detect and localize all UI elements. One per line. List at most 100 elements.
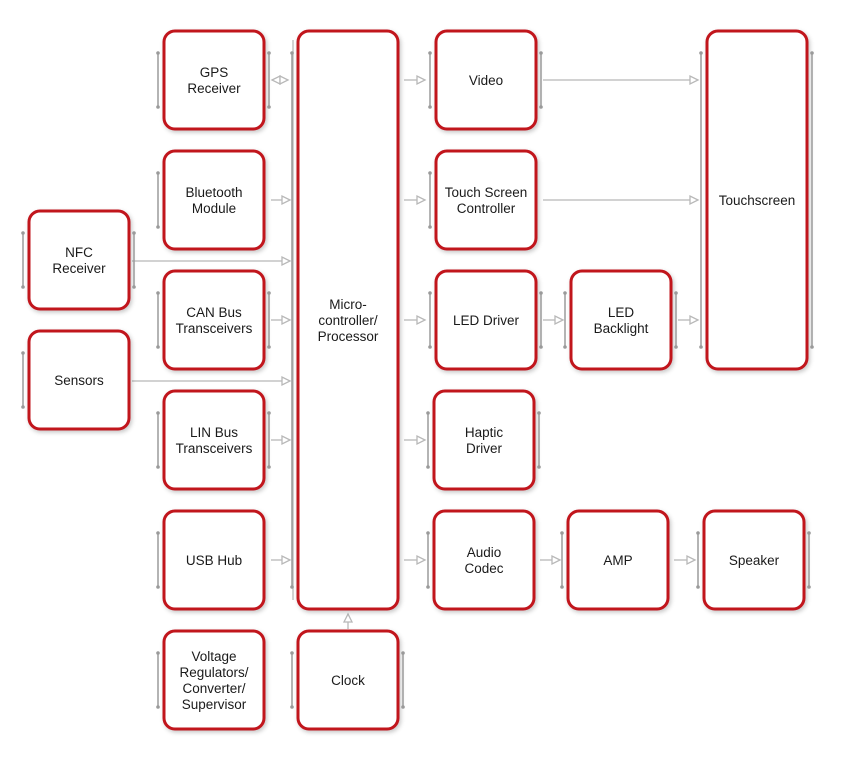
usb-pin-dot	[156, 531, 160, 535]
mcu-pin-dot	[290, 51, 294, 55]
voltage-block-box	[162, 629, 266, 731]
led-backlight-block-label-line: Backlight	[594, 321, 649, 336]
led-driver-pin-dot	[539, 291, 543, 295]
led-driver-block-box	[434, 269, 538, 371]
voltage-pin-dot	[156, 651, 160, 655]
led-backlight-block-label-line: LED	[608, 305, 635, 320]
lin-pin-dot	[267, 411, 271, 415]
mcu-haptic-link-head	[416, 434, 427, 446]
haptic-block-box	[432, 389, 536, 491]
nfc-pin-dot	[21, 231, 25, 235]
led-backlight-pin-dot	[674, 291, 678, 295]
video-pin-dot	[539, 105, 543, 109]
connectors	[132, 40, 700, 629]
speaker-block-box	[702, 509, 806, 611]
gps-block-label-line: GPS	[200, 65, 229, 80]
usb-block: USB Hub	[162, 509, 266, 611]
can-block-label-line: CAN Bus	[186, 305, 242, 320]
can-link-head	[281, 314, 292, 326]
video-block-box	[434, 29, 538, 131]
gps-pin-dot	[267, 51, 271, 55]
lin-link-head	[281, 434, 292, 446]
lin-block-label-line: LIN Bus	[190, 425, 238, 440]
amp-block: AMP	[566, 509, 670, 611]
clock-link-head	[342, 612, 354, 623]
audio-block-label-line: Audio	[467, 545, 502, 560]
speaker-pin-dot	[807, 585, 811, 589]
bluetooth-block-label-line: Module	[192, 201, 236, 216]
usb-block-label-line: USB Hub	[186, 553, 242, 568]
audio-block-box	[432, 509, 536, 611]
can-block-label-line: Transceivers	[176, 321, 253, 336]
bluetooth-pin-dot	[156, 171, 160, 175]
voltage-block-label-line: Converter/	[182, 681, 245, 696]
tsc-pin-dot	[428, 225, 432, 229]
led-driver-backlight-link-head	[554, 314, 565, 326]
can-pin-dot	[267, 345, 271, 349]
speaker-block-label-line: Speaker	[729, 553, 780, 568]
audio-pin-dot	[426, 585, 430, 589]
led-driver-block: LED Driver	[434, 269, 538, 371]
bluetooth-block-label-line: Bluetooth	[185, 185, 242, 200]
usb-link-head	[281, 554, 292, 566]
lin-pin-dot	[156, 465, 160, 469]
sensors-block: Sensors	[27, 329, 131, 431]
sensors-link-head	[281, 375, 292, 387]
voltage-pin-dot	[156, 705, 160, 709]
mcu-block-label-line: Processor	[318, 329, 379, 344]
backlight-touchscreen-link-head	[689, 314, 700, 326]
touchscreen-pin-dot	[699, 345, 703, 349]
gps-block-box	[162, 29, 266, 131]
touchscreen-pin-dot	[810, 51, 814, 55]
led-backlight-pin-dot	[563, 345, 567, 349]
mcu-block-label-line: Micro-	[329, 297, 367, 312]
amp-pin-dot	[560, 585, 564, 589]
touchscreen-block-box	[705, 29, 809, 371]
bluetooth-pin-dot	[156, 225, 160, 229]
amp-block-box	[566, 509, 670, 611]
gps-link-head-right	[279, 74, 290, 86]
haptic-pin-dot	[426, 411, 430, 415]
gps-pin-dot	[156, 51, 160, 55]
led-driver-pin-dot	[428, 291, 432, 295]
mcu-pin-dot	[290, 585, 294, 589]
clock-pin-dot	[290, 651, 294, 655]
haptic-block-label-line: Haptic	[465, 425, 504, 440]
video-block-label-line: Video	[469, 73, 503, 88]
lin-pin-dot	[156, 411, 160, 415]
gps-link-head-left	[270, 74, 281, 86]
video-block: Video	[434, 29, 538, 131]
video-pin-dot	[539, 51, 543, 55]
tsc-block-label-line: Touch Screen	[445, 185, 528, 200]
mcu-tsc-link-head	[416, 194, 427, 206]
can-pin-dot	[156, 345, 160, 349]
mcu-block-box	[296, 29, 400, 611]
clock-block-label-line: Clock	[331, 673, 365, 688]
bluetooth-link-head	[281, 194, 292, 206]
clock-block: Clock	[296, 629, 400, 731]
usb-pin-dot	[156, 585, 160, 589]
video-pin-dot	[428, 51, 432, 55]
audio-amp-link-head	[551, 554, 562, 566]
voltage-block-label-line: Supervisor	[182, 697, 247, 712]
clock-pin-dot	[401, 651, 405, 655]
touchscreen-block: Touchscreen	[705, 29, 809, 371]
mcu-block-label-line: controller/	[318, 313, 378, 328]
audio-block-label-line: Codec	[464, 561, 503, 576]
speaker-pin-dot	[696, 531, 700, 535]
can-pin-dot	[156, 291, 160, 295]
nfc-block-label-line: Receiver	[52, 261, 106, 276]
voltage-block-label-line: Regulators/	[179, 665, 248, 680]
led-driver-pin-dot	[539, 345, 543, 349]
audio-pin-dot	[426, 531, 430, 535]
gps-block-label-line: Receiver	[187, 81, 241, 96]
